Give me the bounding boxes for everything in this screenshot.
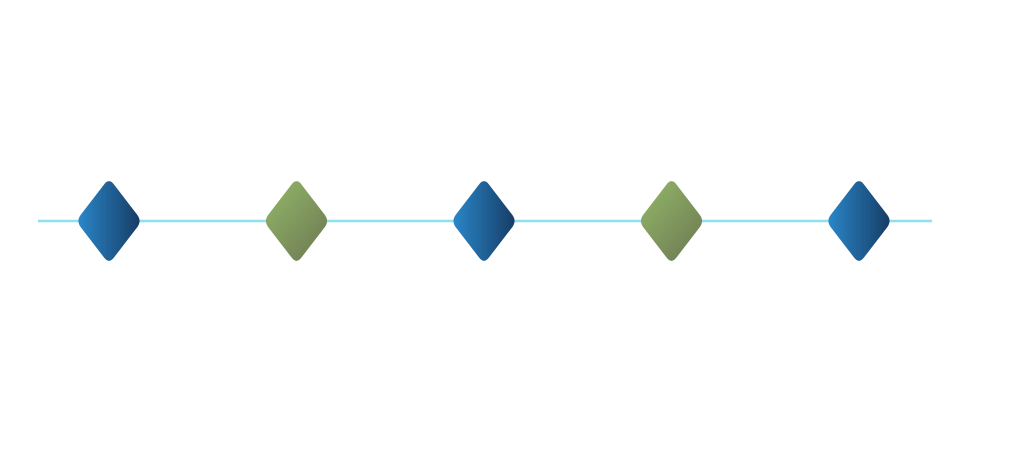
diamond-marker-5	[828, 181, 890, 261]
diamond-marker-3	[453, 181, 515, 261]
timeline-markers	[78, 181, 890, 261]
diamond-marker-1	[78, 181, 140, 261]
diamond-marker-4	[640, 181, 703, 261]
diamond-marker-2	[265, 181, 328, 261]
